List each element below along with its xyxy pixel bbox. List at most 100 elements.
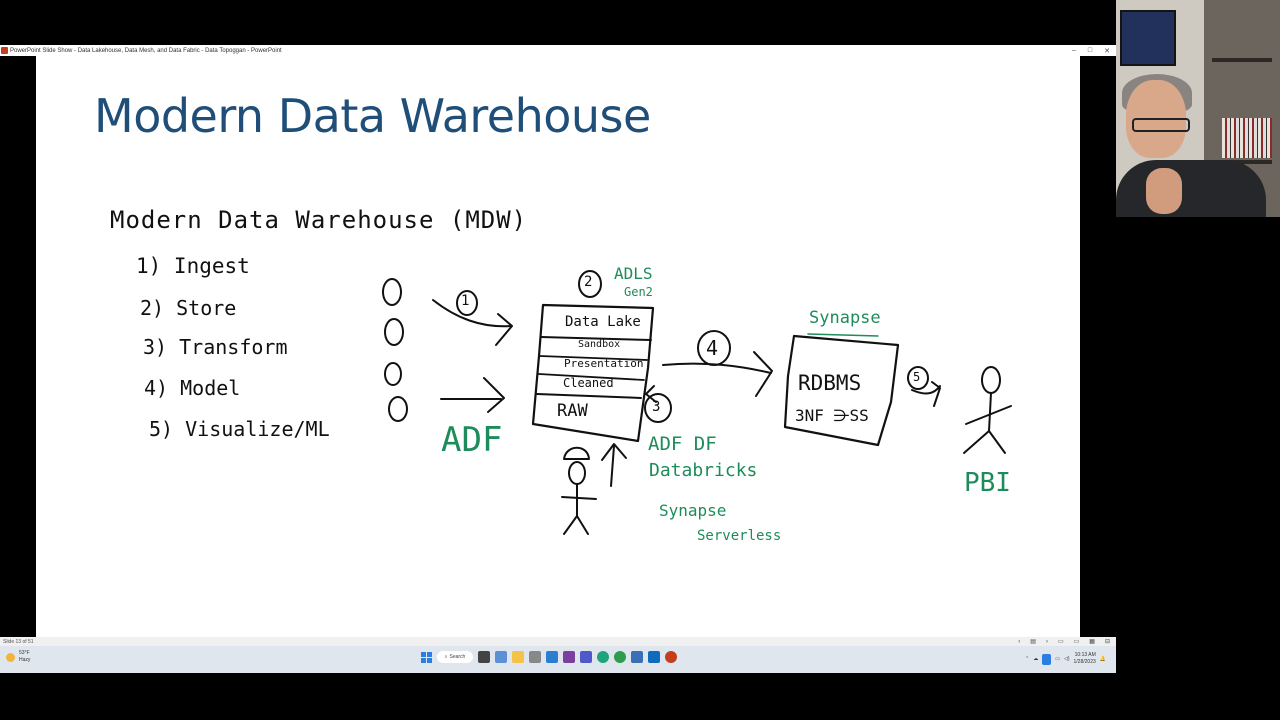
windows-start-icon[interactable]	[421, 651, 432, 663]
circled-number-1: 1	[461, 293, 470, 309]
presenter-glasses	[1132, 118, 1190, 132]
clock-date: 1/28/2023	[1073, 659, 1096, 665]
reading-view-button[interactable]: ▭	[1073, 639, 1080, 645]
powerpoint-icon	[1, 47, 8, 54]
vscode-icon[interactable]	[546, 651, 558, 663]
slide-show-area: Modern Data Warehouse	[0, 56, 1116, 637]
teams-icon[interactable]	[580, 651, 592, 663]
slide-title: Modern Data Warehouse	[94, 89, 651, 143]
shelf-board	[1212, 58, 1272, 62]
zoom-button[interactable]: ⊟	[1104, 639, 1110, 645]
circled-number-4: 4	[706, 336, 719, 360]
next-slide-button[interactable]: ›	[1045, 638, 1048, 645]
circled-number-2: 2	[584, 274, 593, 290]
lake-divider	[538, 373, 645, 381]
task-view-icon[interactable]	[478, 651, 490, 663]
taskbar-search[interactable]: ⌕ Search	[437, 651, 473, 663]
synapse-label: Synapse	[809, 308, 881, 328]
microphone-icon[interactable]	[1042, 653, 1052, 665]
weather-widget[interactable]: 53°F Hazy	[6, 650, 30, 664]
slide-nav-buttons: ‹ ▤ › ▭ ▭ ▦ ⊟	[1018, 637, 1110, 646]
step-5: 5) Visualize/ML	[149, 417, 330, 441]
step-4: 4) Model	[144, 376, 241, 400]
rdbms-sublabel: 3NF ⋺SS	[795, 406, 869, 425]
transform-arrow	[645, 385, 657, 403]
wall-picture-frame	[1120, 10, 1176, 66]
onedrive-icon[interactable]: ☁	[1033, 656, 1039, 662]
tray-overflow-icon[interactable]: ⌃	[1025, 656, 1030, 662]
webcam-presenter-video	[1116, 0, 1280, 217]
step-2: 2) Store	[140, 296, 237, 320]
edge-icon[interactable]	[597, 651, 609, 663]
sun-icon	[6, 652, 15, 662]
widgets-icon[interactable]	[495, 651, 507, 663]
step-circle-2	[578, 270, 602, 298]
outlook-icon[interactable]	[648, 651, 660, 663]
powerpoint-window: PowerPoint Slide Show - Data Lakehouse, …	[0, 45, 1116, 673]
engineer-arrow	[601, 443, 627, 487]
shelf-board	[1212, 160, 1272, 164]
step-circle-1	[456, 290, 478, 316]
serverless-label: Serverless	[697, 528, 782, 544]
adf-df-label: ADF DF	[648, 433, 717, 455]
close-button[interactable]: ✕	[1104, 47, 1110, 55]
previous-slide-button[interactable]: ‹	[1018, 638, 1021, 645]
slide-show-view-button[interactable]: ▦	[1089, 639, 1095, 645]
powerpoint-taskbar-icon[interactable]	[665, 651, 677, 663]
taskbar-apps: ⌕ Search	[421, 651, 677, 663]
network-icon[interactable]: ▭	[1055, 656, 1060, 662]
visualize-arrow	[911, 381, 941, 407]
ingest-arrow-lower	[440, 377, 505, 413]
data-lake-box	[531, 303, 655, 443]
clock-time: 10:13 AM	[1074, 652, 1096, 658]
weather-desc: Hazy	[19, 657, 31, 663]
maximize-button[interactable]: □	[1087, 47, 1093, 54]
minimize-button[interactable]: –	[1071, 47, 1076, 54]
source-circle	[388, 396, 408, 422]
adf-label: ADF	[441, 420, 503, 460]
synapse-underline	[807, 333, 879, 337]
stick-figure-user	[963, 366, 1012, 454]
remote-desktop-icon[interactable]	[631, 651, 643, 663]
ink-drawing	[382, 270, 1012, 535]
search-icon: ⌕	[444, 654, 448, 660]
source-circle	[384, 362, 402, 386]
windows-taskbar: 53°F Hazy ⌕ Search ⌃ ☁	[0, 646, 1116, 673]
lake-divider	[540, 336, 652, 341]
books	[1222, 118, 1272, 158]
circled-number-3: 3	[652, 399, 661, 415]
synapse-box	[783, 334, 900, 447]
file-explorer-icon[interactable]	[512, 651, 524, 663]
taskbar-clock[interactable]: 10:13 AM 1/28/2023	[1074, 652, 1096, 666]
lake-divider	[536, 393, 642, 399]
circled-number-5: 5	[913, 370, 921, 384]
presenter-body	[1116, 160, 1266, 217]
slide-counter: Slide 13 of 51	[3, 638, 34, 645]
source-circle	[382, 278, 402, 306]
chrome-icon[interactable]	[614, 651, 626, 663]
step-circle-3	[644, 393, 672, 423]
photos-icon[interactable]	[529, 651, 541, 663]
lake-layer-sandbox: Sandbox	[578, 339, 621, 350]
notification-bell-icon[interactable]: 🔔	[1099, 656, 1106, 662]
stick-figure-engineer	[561, 446, 597, 535]
synapse-serverless-label: Synapse	[659, 501, 727, 520]
normal-view-button[interactable]: ▭	[1057, 639, 1064, 645]
volume-icon[interactable]: ◁)	[1064, 656, 1070, 662]
window-titlebar: PowerPoint Slide Show - Data Lakehouse, …	[0, 45, 1116, 56]
lake-layer-raw: RAW	[557, 401, 588, 421]
lake-layer-presentation: Presentation	[564, 357, 644, 370]
system-tray: ⌃ ☁ ▭ ◁) 10:13 AM 1/28/2023 🔔	[1025, 652, 1106, 666]
onenote-icon[interactable]	[563, 651, 575, 663]
adls-label: ADLS	[614, 264, 653, 283]
slide[interactable]: Modern Data Warehouse	[36, 56, 1080, 637]
window-controls: – □ ✕	[1072, 45, 1110, 56]
source-circle	[384, 318, 404, 346]
lake-divider	[539, 355, 648, 361]
lake-layer-cleaned: Cleaned	[563, 376, 614, 390]
adls-gen-label: Gen2	[624, 285, 653, 299]
mdw-heading: Modern Data Warehouse (MDW)	[110, 206, 528, 234]
slide-sorter-button[interactable]: ▤	[1030, 639, 1036, 645]
step-3: 3) Transform	[143, 335, 288, 359]
presenter-hand	[1146, 168, 1182, 214]
